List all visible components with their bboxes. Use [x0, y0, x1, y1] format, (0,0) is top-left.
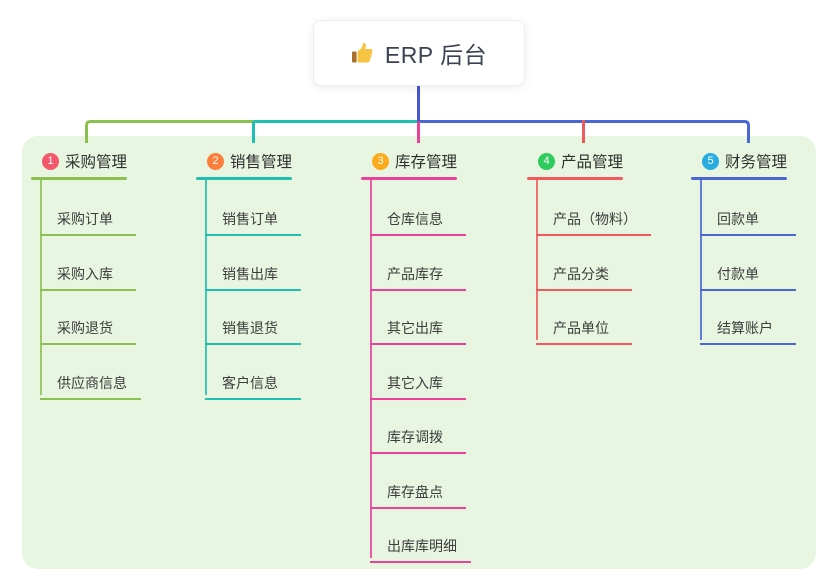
- branch-4-number-badge: 4: [538, 152, 555, 170]
- branch-3-header[interactable]: 3 库存管理: [361, 149, 457, 173]
- branch-3-child-line: [370, 180, 372, 558]
- child-node[interactable]: 产品库存: [370, 258, 466, 291]
- branch-1-header[interactable]: 1 采购管理: [31, 149, 127, 173]
- child-node[interactable]: 采购订单: [40, 203, 136, 236]
- child-node[interactable]: 销售出库: [205, 258, 301, 291]
- child-node[interactable]: 其它入库: [370, 367, 466, 400]
- branch-3-underline: [361, 177, 457, 180]
- child-node[interactable]: 供应商信息: [40, 367, 141, 400]
- child-node[interactable]: 库存调拨: [370, 421, 466, 454]
- branch-3-number-badge: 3: [372, 152, 389, 170]
- root-node[interactable]: ERP 后台: [313, 20, 525, 86]
- branch-2-child-line: [205, 180, 207, 395]
- child-node[interactable]: 客户信息: [205, 367, 301, 400]
- child-node[interactable]: 仓库信息: [370, 203, 466, 236]
- child-node[interactable]: 销售订单: [205, 203, 301, 236]
- branch-4-child-line: [536, 180, 538, 340]
- child-node[interactable]: 其它出库: [370, 312, 466, 345]
- child-node[interactable]: 产品单位: [536, 312, 632, 345]
- branch-5-number-badge: 5: [702, 152, 719, 170]
- child-node[interactable]: 出库库明细: [370, 530, 471, 563]
- child-node[interactable]: 结算账户: [700, 312, 796, 345]
- branch-5-child-line: [700, 180, 702, 340]
- child-node[interactable]: 回款单: [700, 203, 796, 236]
- branch-3-label: 库存管理: [395, 154, 458, 171]
- root-node-label: ERP 后台: [384, 42, 488, 68]
- branch-4-header[interactable]: 4 产品管理: [527, 149, 623, 173]
- child-node[interactable]: 采购入库: [40, 258, 136, 291]
- child-node[interactable]: 产品（物料）: [536, 203, 651, 236]
- child-node[interactable]: 销售退货: [205, 312, 301, 345]
- child-node[interactable]: 库存盘点: [370, 476, 466, 509]
- branch-4-underline: [527, 177, 623, 180]
- branch-1-number-badge: 1: [42, 152, 59, 170]
- thumbs-up-icon: [351, 41, 375, 65]
- branch-2-header[interactable]: 2 销售管理: [196, 149, 292, 173]
- child-node[interactable]: 产品分类: [536, 258, 632, 291]
- branch-5-header[interactable]: 5 财务管理: [691, 149, 787, 173]
- branch-1-child-line: [40, 180, 42, 395]
- branch-1-underline: [31, 177, 127, 180]
- branch-4-label: 产品管理: [561, 154, 624, 171]
- branch-2-label: 销售管理: [230, 154, 293, 171]
- branch-5-label: 财务管理: [725, 154, 788, 171]
- branch-1-label: 采购管理: [65, 154, 128, 171]
- branch-2-underline: [196, 177, 292, 180]
- branches-panel: [22, 136, 816, 569]
- branch-2-number-badge: 2: [207, 152, 224, 170]
- branch-5-underline: [691, 177, 787, 180]
- child-node[interactable]: 付款单: [700, 258, 796, 291]
- child-node[interactable]: 采购退货: [40, 312, 136, 345]
